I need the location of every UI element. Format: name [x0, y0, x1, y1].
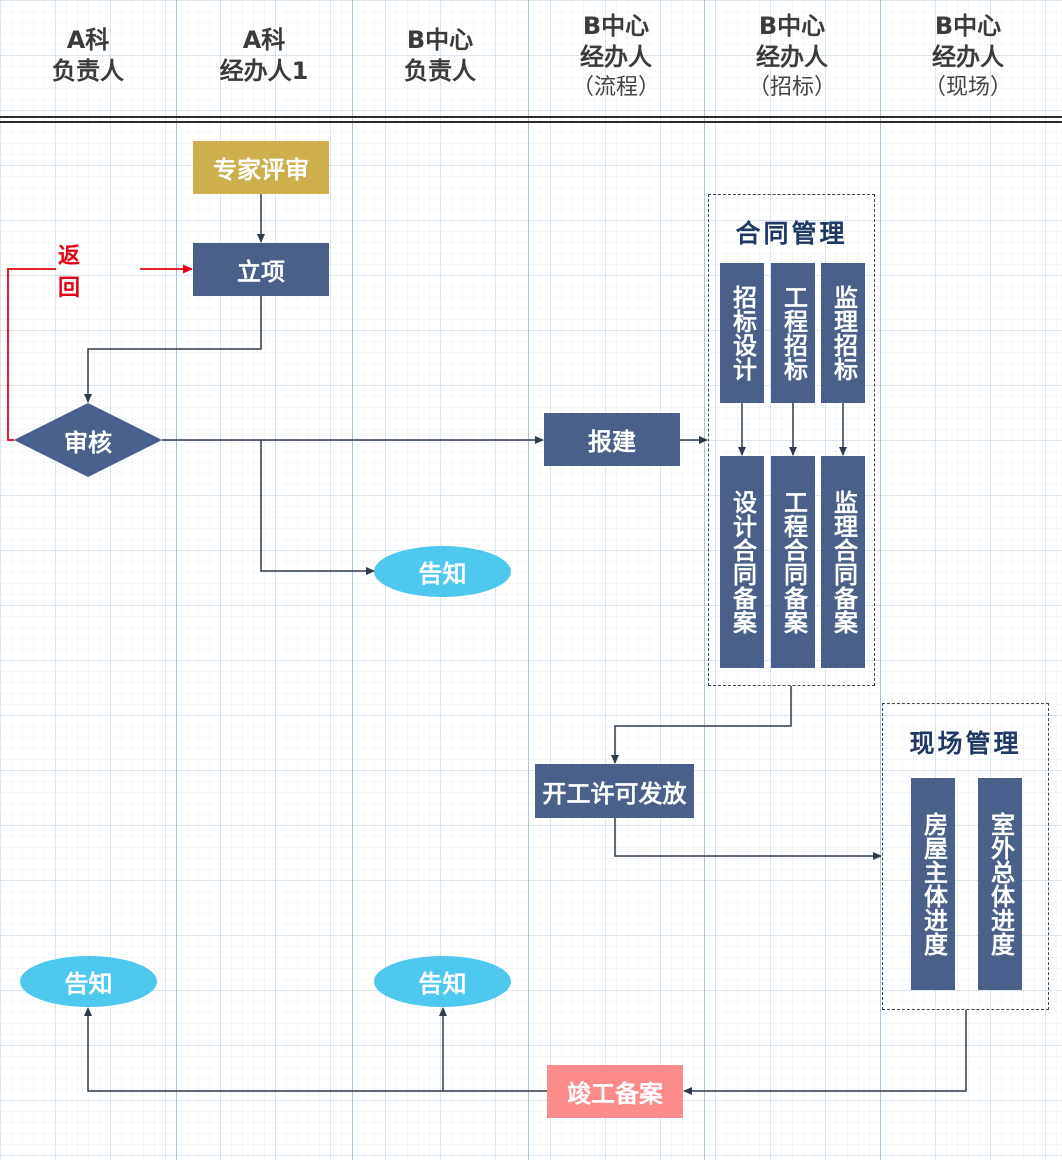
return-loop-line	[7, 268, 56, 441]
supervision-bid-box: 监理招标	[821, 263, 865, 403]
site-management-group	[882, 703, 1049, 1010]
notify-oval-left: 告知	[20, 956, 157, 1007]
lane-header-b-bidding: B中心 经办人 （招标）	[704, 0, 880, 112]
arrow-site-to-completion	[683, 1010, 967, 1095]
contract-management-title: 合同管理	[735, 219, 848, 248]
lane-header-line1: B中心	[406, 26, 474, 54]
lane-header-line1: A科	[242, 26, 286, 54]
return-label: 返 回	[58, 244, 91, 301]
project-setup-box: 立项	[193, 243, 329, 296]
expert-review-box: 专家评审	[193, 141, 329, 194]
lane-header-line2: 经办人1	[219, 57, 309, 85]
lane-header-a-staff: A科 经办人1	[176, 0, 352, 112]
bid-design-box: 招标设计	[720, 263, 764, 403]
arrow-review-to-notify	[260, 440, 375, 575]
lane-header-line2: 负责人	[404, 57, 476, 85]
arrow-setup-to-review	[84, 296, 262, 403]
engineering-bid-box: 工程招标	[771, 263, 815, 403]
arrow-contract-to-permit	[611, 686, 792, 764]
engineering-contract-filing-box: 工程合同备案	[771, 456, 815, 668]
lane-header-line2: 负责人	[52, 57, 124, 85]
supervision-contract-filing-box: 监理合同备案	[821, 456, 865, 668]
lane-header-sub: （流程）	[571, 74, 660, 100]
lane-header-a-head: A科 负责人	[0, 0, 176, 112]
lane-header-line2: 经办人	[580, 42, 652, 71]
lane-header-line1: B中心	[758, 11, 826, 40]
lane-header-line1: A科	[66, 26, 110, 54]
lane-header-sub: （现场）	[923, 74, 1012, 100]
header-divider-bottom	[0, 121, 1062, 123]
lane-divider	[880, 0, 881, 1160]
lane-divider	[352, 0, 353, 1160]
lane-divider	[176, 0, 177, 1160]
lane-header-line2: 经办人	[932, 42, 1004, 71]
main-building-progress-box: 房屋主体进度	[911, 778, 955, 990]
design-contract-filing-box: 设计合同备案	[720, 456, 764, 668]
lane-divider	[528, 0, 529, 1160]
construction-permit-box: 开工许可发放	[535, 764, 694, 818]
lane-header-sub: （招标）	[747, 74, 836, 100]
review-decision-diamond	[14, 403, 162, 477]
arrow-completion-to-notify-left	[84, 1007, 547, 1092]
contract-management-group	[708, 194, 875, 686]
completion-filing-box: 竣工备案	[547, 1065, 683, 1118]
review-decision-label: 审核	[64, 428, 112, 457]
outdoor-progress-box: 室外总体进度	[978, 778, 1022, 990]
report-build-box: 报建	[544, 413, 680, 466]
lane-header-b-site: B中心 经办人 （现场）	[880, 0, 1056, 112]
lane-header-line2: 经办人	[756, 42, 828, 71]
lane-divider	[704, 0, 705, 1160]
header-divider-top	[0, 116, 1062, 118]
lane-header-line1: B中心	[934, 11, 1002, 40]
notify-oval-middle: 告知	[374, 546, 511, 597]
site-management-title: 现场管理	[909, 729, 1022, 758]
lane-header-b-head: B中心 负责人	[352, 0, 528, 112]
lane-header-b-process: B中心 经办人 （流程）	[528, 0, 704, 112]
lane-header-line1: B中心	[582, 11, 650, 40]
arrow-permit-to-site	[614, 818, 882, 860]
notify-oval-center: 告知	[374, 956, 511, 1007]
